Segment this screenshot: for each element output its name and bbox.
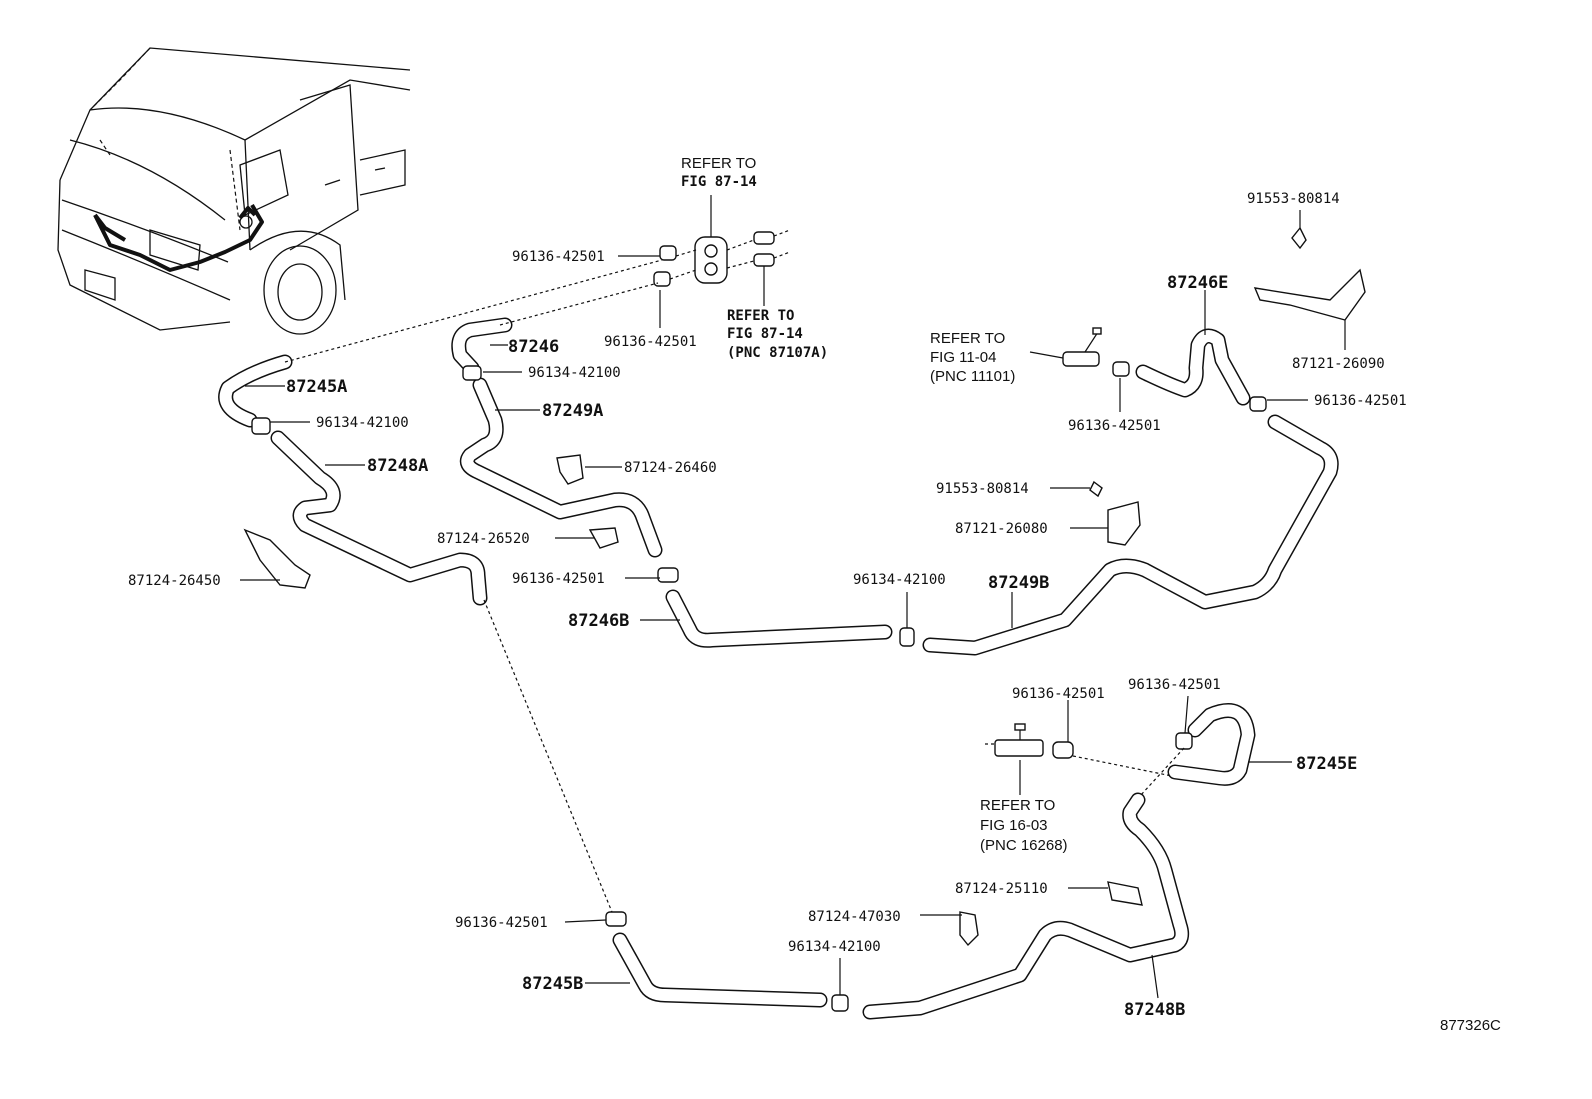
label-91553-80814: 91553-80814 (1247, 191, 1340, 207)
label-96134-42100: 96134-42100 (528, 365, 621, 381)
pipe-fitting-16-icon (985, 723, 1044, 757)
clamp-icon (251, 245, 1267, 1012)
refer-fig-87-14-a: REFER TO FIG 87-14 (681, 155, 757, 190)
label-96134-42100: 96134-42100 (853, 572, 946, 588)
svg-text:FIG 87-14: FIG 87-14 (727, 326, 803, 342)
label-87124-26460: 87124-26460 (624, 460, 717, 476)
hose-87245A (218, 354, 293, 428)
label-87124-26450: 87124-26450 (128, 573, 221, 589)
label-87249B: 87249B (988, 573, 1049, 593)
label-87245A: 87245A (286, 377, 347, 397)
refer-fig-87-14-b: REFER TO FIG 87-14 (PNC 87107A) (727, 308, 828, 361)
hose-87245E (1167, 703, 1256, 786)
dashed-connections (284, 239, 1185, 913)
bracket-87121-26080-icon (1089, 480, 1141, 546)
hose-87246 (451, 317, 513, 376)
label-96134-42100: 96134-42100 (316, 415, 409, 431)
label-87124-47030: 87124-47030 (808, 909, 901, 925)
van-illustration (57, 47, 411, 335)
hose-87246B (665, 589, 893, 648)
hose-87248A (270, 430, 488, 606)
label-87246: 87246 (508, 337, 559, 357)
hose-87245B (612, 932, 828, 1008)
label-87248A: 87248A (367, 456, 428, 476)
label-96136-42501: 96136-42501 (1068, 418, 1161, 434)
svg-text:REFER TO: REFER TO (930, 330, 1005, 347)
hose-87249B (922, 414, 1339, 656)
svg-text:REFER TO: REFER TO (681, 155, 756, 172)
label-96136-42501: 96136-42501 (604, 334, 697, 350)
hose-87246E (1135, 328, 1251, 406)
connector-bracket-icon (694, 229, 791, 284)
label-96136-42501: 96136-42501 (1128, 677, 1221, 693)
label-87248B: 87248B (1124, 1000, 1185, 1020)
part-labels: 96136-42501 96136-42501 87246 87245A 961… (128, 191, 1407, 1020)
pipe-fitting-icon (1062, 327, 1102, 367)
refer-fig-16-03: REFER TO FIG 16-03 (PNC 16268) (980, 797, 1068, 854)
label-87249A: 87249A (542, 401, 603, 421)
svg-text:REFER TO: REFER TO (727, 308, 794, 324)
svg-text:REFER TO: REFER TO (980, 797, 1055, 814)
svg-text:FIG 11-04: FIG 11-04 (930, 349, 996, 366)
svg-text:(PNC 11101): (PNC 11101) (930, 368, 1015, 385)
label-87245B: 87245B (522, 974, 583, 994)
bracket-87121-26090-icon (1253, 226, 1366, 321)
label-87124-26520: 87124-26520 (437, 531, 530, 547)
label-96136-42501: 96136-42501 (455, 915, 548, 931)
label-91553-80814: 91553-80814 (936, 481, 1029, 497)
svg-text:FIG 87-14: FIG 87-14 (681, 174, 757, 190)
label-96136-42501: 96136-42501 (1314, 393, 1407, 409)
label-96136-42501: 96136-42501 (1012, 686, 1105, 702)
svg-text:FIG 16-03: FIG 16-03 (980, 817, 1048, 834)
hose-87248B (862, 792, 1190, 1020)
label-87246B: 87246B (568, 611, 629, 631)
svg-text:(PNC 16268): (PNC 16268) (980, 837, 1068, 854)
label-96134-42100: 96134-42100 (788, 939, 881, 955)
refer-fig-11-04: REFER TO FIG 11-04 (PNC 11101) (930, 330, 1015, 385)
svg-text:(PNC 87107A): (PNC 87107A) (727, 345, 828, 361)
figure-code: 877326C (1440, 1017, 1501, 1034)
label-87124-25110: 87124-25110 (955, 881, 1048, 897)
clip-icon (243, 454, 1143, 947)
label-87246E: 87246E (1167, 273, 1228, 293)
label-87121-26080: 87121-26080 (955, 521, 1048, 537)
label-96136-42501: 96136-42501 (512, 249, 605, 265)
label-96136-42501: 96136-42501 (512, 571, 605, 587)
label-87121-26090: 87121-26090 (1292, 356, 1385, 372)
label-87245E: 87245E (1296, 754, 1357, 774)
leader-lines (240, 195, 1346, 999)
hose-87249A (459, 377, 663, 558)
